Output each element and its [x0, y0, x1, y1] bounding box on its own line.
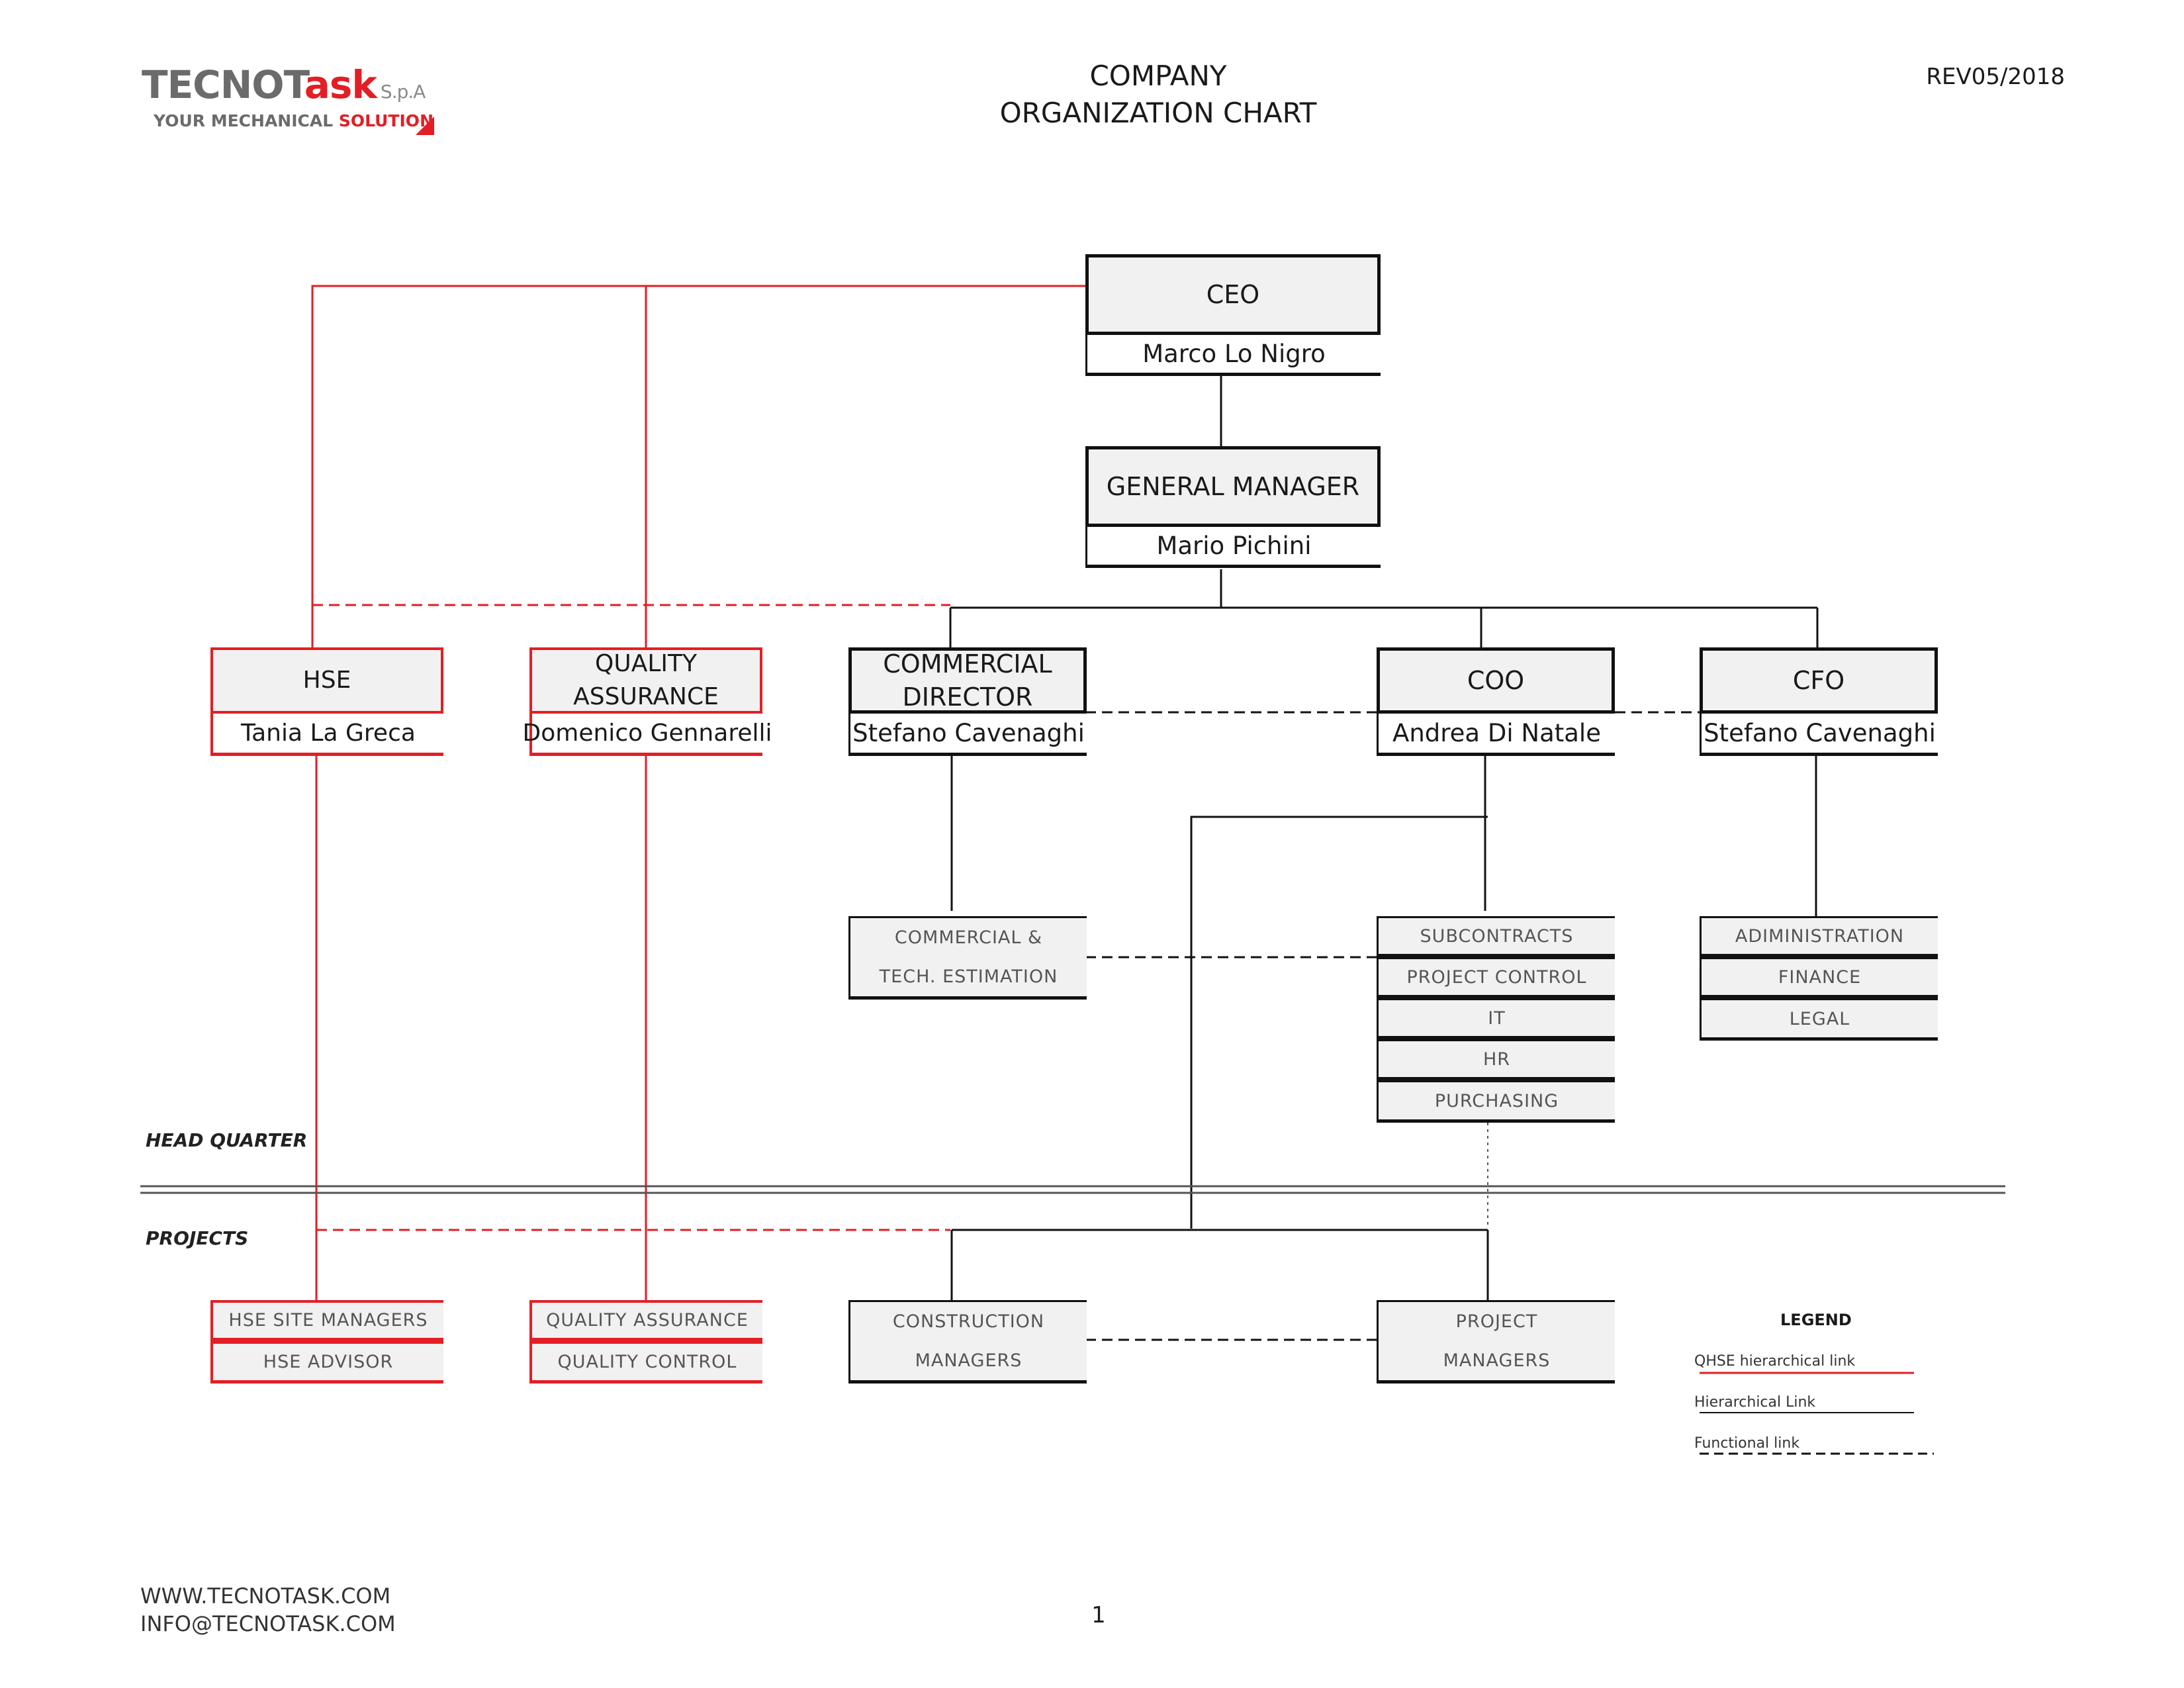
hse-name-box: Tania La Greca	[210, 714, 443, 756]
coo-role: COO	[1467, 666, 1525, 695]
coo-unit-it: IT	[1377, 998, 1615, 1039]
project-managers-line1: PROJECT	[1455, 1311, 1538, 1332]
coo-unit-purchasing: PURCHASING	[1377, 1080, 1615, 1123]
hse-site-managers-box: HSE SITE MANAGERS	[210, 1300, 443, 1341]
project-managers-line2: MANAGERS	[1443, 1350, 1551, 1371]
hse-name: Tania La Greca	[241, 720, 416, 747]
cfo-unit-label: FINANCE	[1778, 966, 1862, 988]
coo-unit-label: PROJECT CONTROL	[1406, 966, 1587, 988]
coo-unit-label: PURCHASING	[1434, 1090, 1559, 1111]
cfo-box: CFO	[1700, 647, 1938, 714]
ceo-role: CEO	[1206, 280, 1260, 309]
quality-control-box: QUALITY CONTROL	[529, 1341, 762, 1383]
coo-name-box: Andrea Di Natale	[1377, 714, 1615, 756]
cfo-role: CFO	[1792, 666, 1845, 695]
footer-website: WWW.TECNOTASK.COM	[140, 1583, 391, 1609]
construction-line1: CONSTRUCTION	[892, 1311, 1045, 1332]
hse-advisor-box: HSE ADVISOR	[210, 1341, 443, 1383]
logo-text-main: TECNOT	[142, 62, 305, 107]
commercial-role-line2: DIRECTOR	[902, 682, 1033, 712]
qa-name-box: Domenico Gennarelli	[523, 714, 772, 756]
qa-name: Domenico Gennarelli	[522, 720, 772, 747]
commercial-name: Stefano Cavenaghi	[852, 719, 1085, 747]
page-title-line1: COMPANY	[1089, 60, 1227, 92]
legend-functional-label: Functional link	[1694, 1435, 1800, 1452]
ceo-box: CEO	[1085, 254, 1381, 335]
coo-name: Andrea Di Natale	[1392, 719, 1601, 747]
coo-box: COO	[1377, 647, 1615, 714]
gm-box: GENERAL MANAGER	[1085, 446, 1381, 527]
ceo-name: Marco Lo Nigro	[1142, 340, 1326, 368]
logo-text-suffix: S.p.A	[380, 81, 426, 103]
legend-qhse-label: QHSE hierarchical link	[1694, 1353, 1856, 1370]
link-coo-projects	[1190, 816, 1488, 1229]
cfo-unit-finance: FINANCE	[1700, 957, 1938, 998]
hse-box: HSE	[210, 647, 443, 714]
legend-title: LEGEND	[1780, 1311, 1852, 1329]
cfo-name: Stefano Cavenaghi	[1704, 719, 1936, 747]
commercial-estimation-unit: COMMERCIAL & TECH. ESTIMATION	[848, 916, 1087, 1000]
section-label-projects: PROJECTS	[146, 1227, 249, 1249]
commercial-unit-line1: COMMERCIAL &	[894, 927, 1043, 948]
qa-role-line2: ASSURANCE	[573, 683, 719, 710]
coo-unit-hr: HR	[1377, 1039, 1615, 1080]
commercial-box: COMMERCIAL DIRECTOR	[848, 647, 1087, 714]
section-label-head-quarter: HEAD QUARTER	[146, 1129, 308, 1151]
cfo-unit-label: ADIMINISTRATION	[1735, 925, 1905, 947]
qa-box: QUALITY ASSURANCE	[529, 647, 762, 714]
coo-unit-label: HR	[1482, 1049, 1511, 1070]
qa-role-line1: QUALITY	[595, 650, 697, 677]
coo-unit-project-control: PROJECT CONTROL	[1377, 957, 1615, 998]
cfo-name-box: Stefano Cavenaghi	[1700, 714, 1938, 756]
qa-project-label: QUALITY CONTROL	[557, 1352, 737, 1372]
logo-tagline: YOUR MECHANICAL SOLUTION	[154, 111, 433, 130]
gm-name: Mario Pichini	[1156, 532, 1312, 560]
construction-line2: MANAGERS	[915, 1350, 1023, 1371]
construction-managers-box: CONSTRUCTION MANAGERS	[848, 1300, 1087, 1383]
footer-email: INFO@TECNOTASK.COM	[140, 1611, 396, 1636]
qa-project-label: QUALITY ASSURANCE	[546, 1310, 749, 1331]
legend-hierarchical-label: Hierarchical Link	[1694, 1394, 1816, 1411]
commercial-name-box: Stefano Cavenaghi	[848, 714, 1087, 756]
hse-project-label: HSE ADVISOR	[263, 1352, 394, 1372]
commercial-unit-line2: TECH. ESTIMATION	[879, 966, 1058, 987]
project-managers-box: PROJECT MANAGERS	[1377, 1300, 1615, 1383]
cfo-unit-legal: LEGAL	[1700, 998, 1938, 1041]
logo-text-accent: ask	[304, 62, 377, 107]
page-number: 1	[1091, 1602, 1106, 1628]
cfo-unit-administration: ADIMINISTRATION	[1700, 916, 1938, 957]
coo-unit-subcontracts: SUBCONTRACTS	[1377, 916, 1615, 957]
commercial-role-line1: COMMERCIAL	[883, 649, 1052, 679]
gm-role: GENERAL MANAGER	[1106, 472, 1360, 501]
ceo-name-box: Marco Lo Nigro	[1085, 335, 1381, 376]
hse-project-label: HSE SITE MANAGERS	[228, 1310, 428, 1331]
hse-role: HSE	[302, 667, 351, 694]
page-title-line2: ORGANIZATION CHART	[999, 97, 1317, 129]
coo-unit-label: IT	[1488, 1008, 1506, 1029]
logo-triangle-icon	[416, 117, 434, 135]
revision-label: REV05/2018	[1926, 64, 2065, 90]
coo-unit-label: SUBCONTRACTS	[1420, 925, 1574, 947]
logo-tagline-1: YOUR MECHANICAL	[154, 111, 339, 130]
cfo-unit-label: LEGAL	[1789, 1008, 1850, 1029]
gm-name-box: Mario Pichini	[1085, 527, 1381, 568]
qhse-link-ceo-hse	[311, 285, 1087, 649]
footer-contact: WWW.TECNOTASK.COM INFO@TECNOTASK.COM	[140, 1582, 396, 1638]
quality-assurance-project-box: QUALITY ASSURANCE	[529, 1300, 762, 1341]
